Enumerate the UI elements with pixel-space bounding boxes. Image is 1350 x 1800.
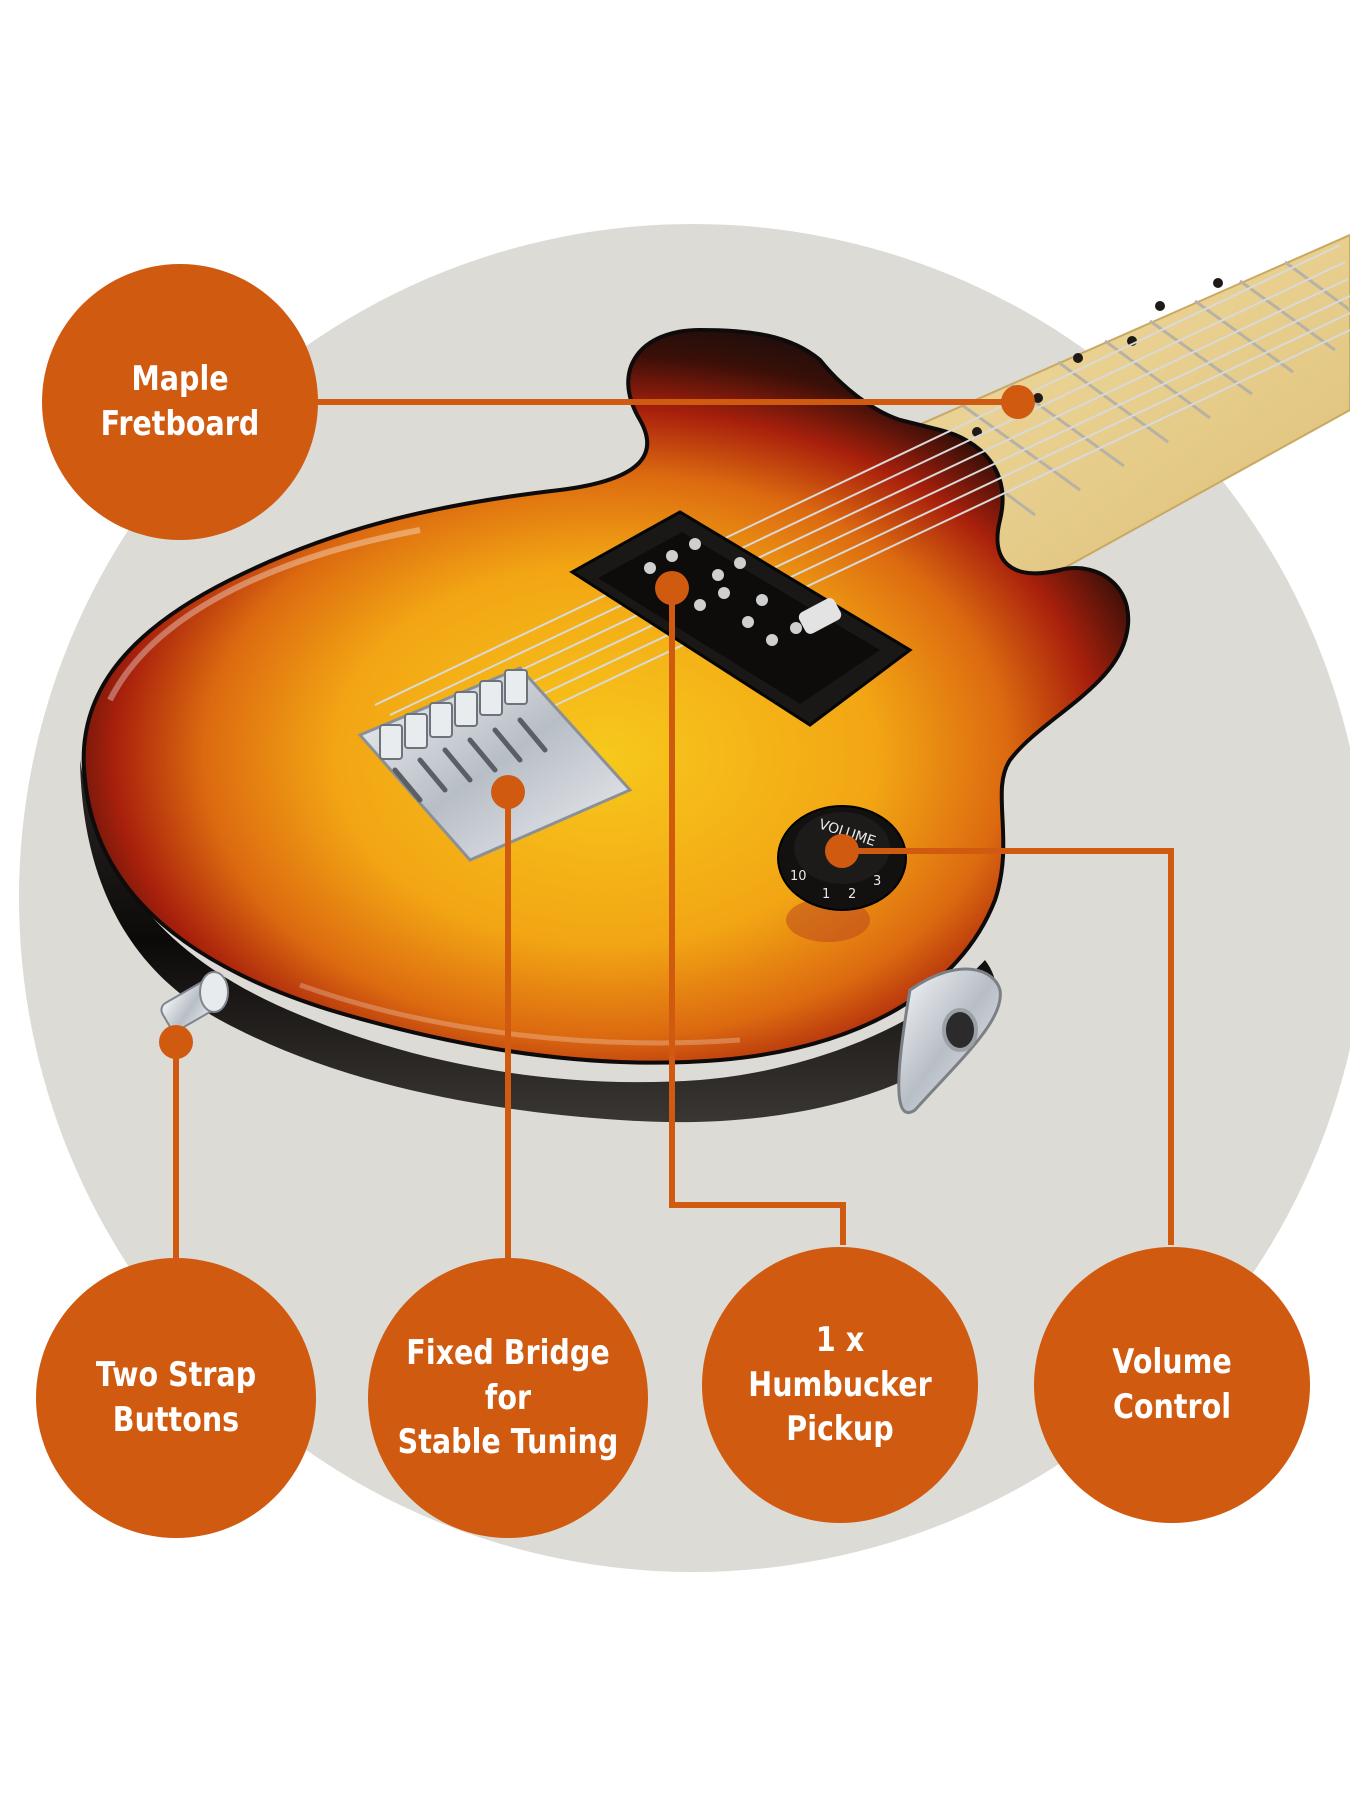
fixed-bridge [357,666,633,862]
volume-knob-number: 1 [822,887,830,902]
guitar-strings [374,244,1350,756]
callout-circle-volume [1034,1247,1310,1523]
volume-knob-number: 10 [790,869,807,884]
strap-button [160,971,229,1032]
callout-circle-fretboard [42,264,318,540]
gloss-highlight [107,527,421,702]
volume-knob-number: 2 [848,887,856,902]
callout-circle-bridge [368,1258,648,1538]
callout-circle-strap [36,1258,316,1538]
callout-circle-pickup [702,1247,978,1523]
output-jack [897,967,1002,1115]
gloss-highlight [299,982,741,1046]
callout-dots [159,385,1035,1059]
guitar-body-edge [80,760,997,1123]
volume-knob-number: 3 [873,874,881,889]
callout-lines [173,399,1174,1258]
